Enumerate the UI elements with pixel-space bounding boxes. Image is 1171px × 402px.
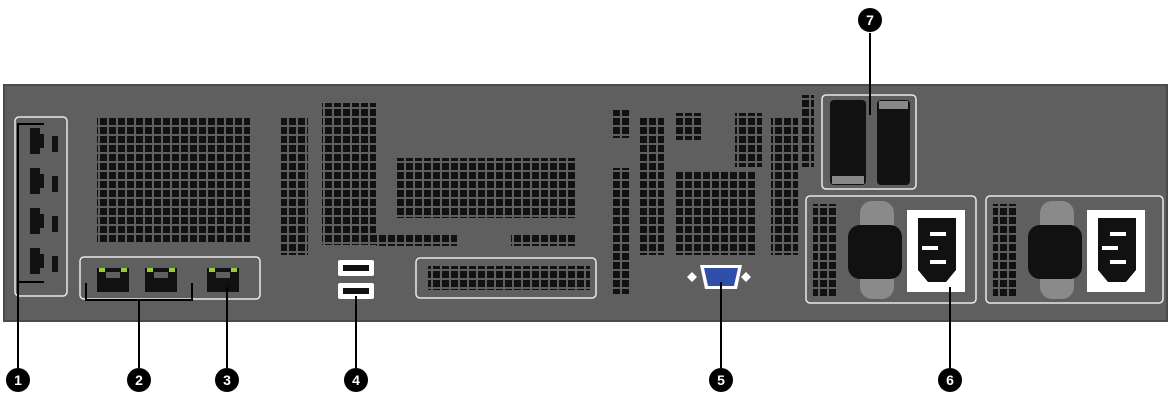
callout-1: 1 (6, 368, 30, 392)
pcie-slot-group (14, 116, 68, 297)
power-supply-1 (805, 195, 977, 304)
ac-power-inlet-icon (907, 210, 965, 292)
callout-badge-icon (215, 368, 239, 392)
vga-port-icon (687, 265, 751, 289)
rj45-port-icon (97, 268, 129, 292)
power-supply-2 (985, 195, 1164, 304)
callout-5: 5 (709, 368, 733, 392)
rj45-port-icon (207, 268, 239, 292)
callout-4: 4 (344, 368, 368, 392)
callout-label: 3 (223, 372, 231, 388)
usb-port-icon (338, 260, 374, 299)
callout-label: 4 (352, 372, 360, 388)
expansion-slot (415, 257, 597, 299)
callout-label: 5 (717, 372, 725, 388)
callout-label: 7 (866, 12, 874, 28)
pcie-slot-icon (30, 128, 58, 274)
callout-badge-icon (938, 368, 962, 392)
callout-label: 2 (135, 372, 143, 388)
callout-badge-icon (344, 368, 368, 392)
callout-badge-icon (127, 368, 151, 392)
callout-badge-icon (6, 368, 30, 392)
ventilation-grid (97, 95, 814, 294)
ac-power-inlet-icon (1087, 210, 1145, 292)
leader-lines (17, 33, 951, 368)
callout-2: 2 (127, 368, 151, 392)
drive-bay-icon (821, 94, 917, 190)
callout-badge-icon (709, 368, 733, 392)
rj45-port-icon (145, 268, 177, 292)
callout-7: 7 (858, 8, 882, 32)
callout-label: 1 (14, 372, 22, 388)
callout-badge-icon (858, 8, 882, 32)
callout-6: 6 (938, 368, 962, 392)
callout-3: 3 (215, 368, 239, 392)
callout-label: 6 (946, 372, 954, 388)
